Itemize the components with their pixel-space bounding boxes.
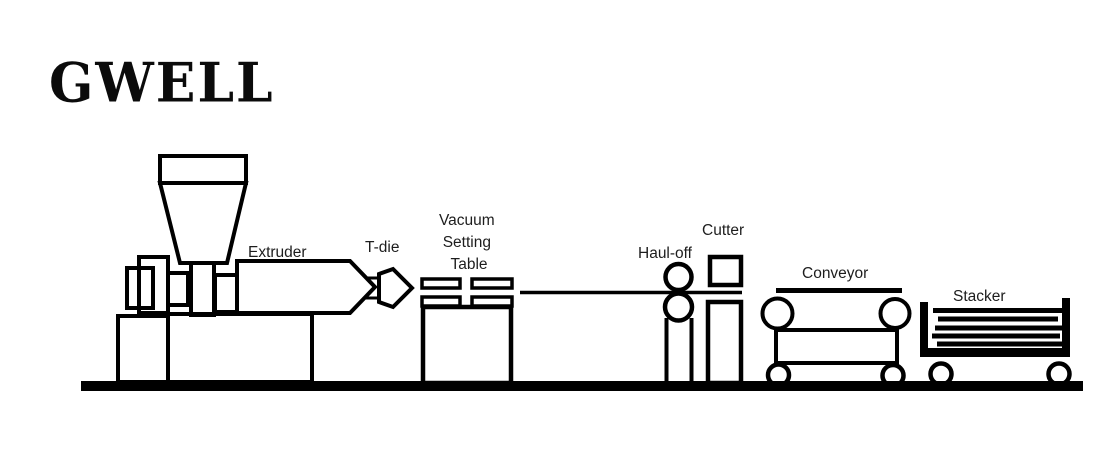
- labels: Extruder T-die Vacuum Setting Table Haul…: [248, 212, 1006, 305]
- cutter-label: Cutter: [702, 222, 744, 239]
- conveyor-body: [774, 328, 899, 365]
- t-die-label: T-die: [365, 239, 399, 256]
- stacked-sheet: [938, 316, 1058, 322]
- conveyor-roller-left: [760, 296, 795, 331]
- haul-off-roller-top: [663, 261, 694, 293]
- stacker: [920, 298, 1072, 387]
- vacuum-bar-top-left: [420, 277, 462, 290]
- vacuum-bar-bottom-right: [470, 295, 514, 308]
- haul-off: [662, 261, 695, 384]
- hopper-top: [158, 154, 248, 185]
- gwell-logo: GWELL: [49, 51, 275, 116]
- t-die: [377, 266, 415, 310]
- stacker-label: Stacker: [953, 288, 1006, 305]
- extruder-pedestal: [116, 314, 170, 384]
- hopper-neck: [189, 261, 216, 317]
- stacker-wall-right: [1062, 298, 1070, 357]
- extruder-barrel: [235, 259, 378, 315]
- cutter-pillar: [705, 299, 744, 386]
- extruder: [116, 154, 381, 384]
- vacuum-bar-bottom-left: [420, 295, 462, 308]
- vacuum-setting-table: [420, 277, 514, 386]
- stacked-sheet: [932, 333, 1060, 339]
- t-die-body: [377, 266, 415, 310]
- cutter: [705, 254, 744, 386]
- extruder-base: [166, 312, 314, 384]
- cutter-head: [707, 254, 744, 288]
- vacuum-bar-top-right: [470, 277, 514, 290]
- hopper-funnel: [157, 181, 249, 265]
- gearbox-block-right: [213, 273, 240, 314]
- extruder-label: Extruder: [248, 244, 307, 261]
- haul-off-label: Haul-off: [638, 245, 693, 262]
- stacker-tray-bottom: [920, 348, 1070, 357]
- conveyor-roller-right: [878, 297, 912, 330]
- haul-off-roller-bottom: [662, 291, 695, 323]
- ground-line: [81, 381, 1083, 391]
- gearbox-block-mid: [166, 271, 190, 307]
- stacker-wall-left: [920, 302, 928, 357]
- conveyor-label: Conveyor: [802, 265, 868, 282]
- conveyor: [760, 288, 912, 389]
- vacuum-setting-table-label: Vacuum Setting Table: [439, 212, 499, 273]
- stacked-sheet: [933, 308, 1062, 313]
- stacked-sheet: [937, 341, 1063, 347]
- vacuum-table-cabinet: [420, 304, 514, 386]
- stacked-sheet: [935, 325, 1065, 331]
